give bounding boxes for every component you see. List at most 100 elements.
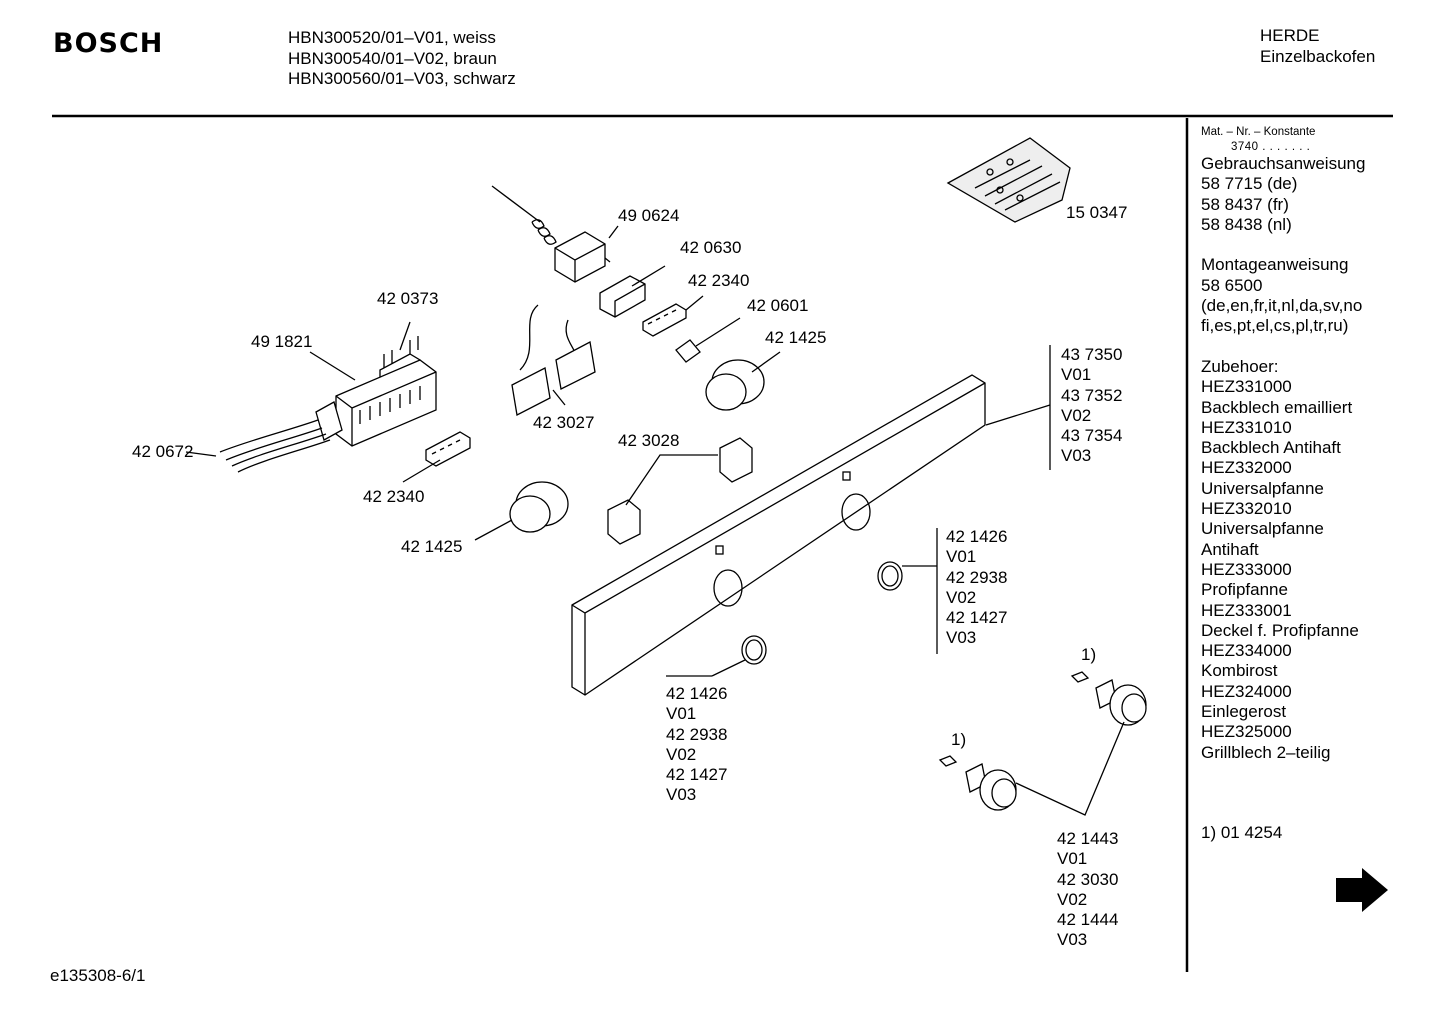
thermostat — [491, 185, 619, 283]
accessory-line: Backblech emailliert — [1201, 397, 1353, 417]
install-languages: fi,es,pt,el,cs,pl,tr,ru) — [1201, 316, 1349, 336]
next-page-button[interactable] — [1332, 864, 1392, 916]
knob-code: 42 1444 — [1057, 910, 1119, 930]
knob-variant: V02 — [1057, 889, 1088, 909]
accessory-line: HEZ332010 — [1201, 499, 1292, 519]
ring-code: 42 2938 — [946, 567, 1008, 587]
part-label-150347: 15 0347 — [1066, 203, 1128, 222]
accessory-line: Universalpfanne — [1201, 478, 1324, 498]
part-label-ring-right: 42 1426 V01 42 2938 V02 42 1427 V03 — [946, 527, 1007, 649]
accessory-line: Grillblech 2–teilig — [1201, 742, 1331, 762]
accessory-line: HEZ333001 — [1201, 600, 1292, 620]
ring-code: 42 1427 — [946, 608, 1008, 628]
panel-variant: V02 — [1061, 405, 1092, 425]
part-label-420601: 42 0601 — [747, 296, 809, 315]
accessory-line: Universalpfanne — [1201, 519, 1324, 539]
accessory-line: HEZ332000 — [1201, 458, 1292, 478]
part-label-423028: 42 3028 — [618, 431, 680, 450]
brand-logo: BOSCH — [53, 28, 164, 59]
part-label-421425-upper: 42 1425 — [765, 328, 827, 347]
ring-right — [877, 528, 938, 654]
footnote-text: 1) 01 4254 — [1201, 822, 1283, 842]
knob-variant: V03 — [1057, 930, 1088, 950]
knob-code: 42 3030 — [1057, 869, 1119, 889]
ring-code: 42 1427 — [666, 765, 728, 785]
model-line: HBN300540/01–V02, braun — [288, 48, 497, 68]
accessory-line: HEZ331000 — [1201, 377, 1292, 397]
manual-heading: Gebrauchsanweisung — [1201, 154, 1366, 173]
knob-variant: V01 — [1057, 849, 1088, 869]
ring-code: 42 1426 — [946, 527, 1008, 546]
panel-code: 43 7354 — [1061, 426, 1123, 446]
footnote-marker: 1) — [1081, 645, 1097, 664]
panel-variant: V03 — [1061, 446, 1092, 466]
ring-variant: V03 — [666, 785, 697, 805]
ring-variant: V02 — [666, 744, 697, 764]
ring-code: 42 2938 — [666, 724, 728, 744]
part-label-490624: 49 0624 — [618, 206, 680, 225]
ring-code: 42 1426 — [666, 684, 728, 703]
panel-variant: V01 — [1061, 365, 1092, 385]
accessory-line: Einlegerost — [1201, 702, 1287, 722]
ring-variant: V03 — [946, 628, 977, 648]
ring-bottom — [666, 635, 767, 677]
category-sub: Einzelbackofen — [1260, 46, 1376, 66]
accessory-line: Profipfanne — [1201, 580, 1288, 600]
part-label-knobs: 42 1443 V01 42 3030 V02 42 1444 V03 — [1057, 829, 1118, 951]
category-title: HERDE Einzelbackofen — [1260, 26, 1375, 67]
install-heading: Montageanweisung — [1201, 255, 1349, 275]
part-label-420373: 42 0373 — [377, 289, 439, 308]
connector-top — [642, 295, 704, 337]
part-label-491821: 49 1821 — [251, 332, 313, 351]
manual-number: 58 8438 (nl) — [1201, 214, 1292, 234]
mat-label: Mat. – Nr. – Konstante — [1201, 126, 1316, 138]
ring-variant: V02 — [946, 587, 977, 607]
mat-value: 3740 . . . . . . . — [1231, 141, 1311, 153]
part-label-422340-lower: 42 2340 — [363, 487, 425, 506]
install-number: 58 6500 — [1201, 275, 1263, 295]
accessory-line: Deckel f. Profipfanne — [1201, 620, 1359, 640]
knob-housing-lower — [474, 481, 569, 541]
document-id: e135308-6/1 — [50, 966, 146, 985]
ring-variant: V01 — [666, 704, 697, 724]
part-label-panel: 43 7350 V01 43 7352 V02 43 7354 V03 — [1061, 345, 1122, 467]
accessory-heading: Zubehoer: — [1201, 356, 1279, 376]
model-list: HBN300520/01–V01, weiss HBN300540/01–V02… — [288, 28, 516, 90]
accessory-line: HEZ333000 — [1201, 559, 1292, 579]
part-label-422340-top: 42 2340 — [688, 271, 750, 290]
accessory-line: Backblech Antihaft — [1201, 438, 1341, 458]
knob-lower — [938, 755, 1017, 811]
knob-leader — [1015, 721, 1125, 816]
lamp-holder — [675, 317, 741, 363]
panel-code: 43 7352 — [1061, 385, 1123, 405]
connector-lower — [402, 431, 471, 483]
manual-number: 58 8437 (fr) — [1201, 194, 1289, 214]
panel-code: 43 7350 — [1061, 345, 1123, 364]
screw-bag — [946, 137, 1071, 223]
sidebar: Mat. – Nr. – Konstante 3740 . . . . . . … — [1201, 125, 1431, 843]
part-label-423027: 42 3027 — [533, 413, 595, 432]
wire-harness — [511, 304, 596, 416]
manual-number: 58 7715 (de) — [1201, 174, 1298, 194]
knob-code: 42 1443 — [1057, 829, 1119, 848]
category-main: HERDE — [1260, 26, 1320, 45]
accessory-line: Kombirost — [1201, 661, 1278, 681]
part-label-421425-lower: 42 1425 — [401, 537, 463, 556]
accessory-line: HEZ334000 — [1201, 641, 1292, 661]
accessory-line: HEZ331010 — [1201, 417, 1292, 437]
knob-housing-upper — [705, 351, 781, 411]
model-line: HBN300520/01–V01, weiss — [288, 28, 496, 47]
part-label-ring-bottom: 42 1426 V01 42 2938 V02 42 1427 V03 — [666, 684, 727, 806]
accessory-line: HEZ324000 — [1201, 681, 1292, 701]
switch-clip — [607, 437, 753, 545]
arrow-right-icon — [1336, 868, 1388, 912]
control-panel — [571, 345, 1051, 696]
install-languages: (de,en,fr,it,nl,da,sv,no — [1201, 296, 1363, 316]
ring-variant: V01 — [946, 547, 977, 567]
knob-upper — [1070, 671, 1147, 726]
switch-bracket — [599, 265, 666, 318]
part-label-420672: 42 0672 — [132, 442, 194, 461]
model-line: HBN300560/01–V03, schwarz — [288, 69, 516, 88]
part-label-420630: 42 0630 — [680, 238, 742, 257]
